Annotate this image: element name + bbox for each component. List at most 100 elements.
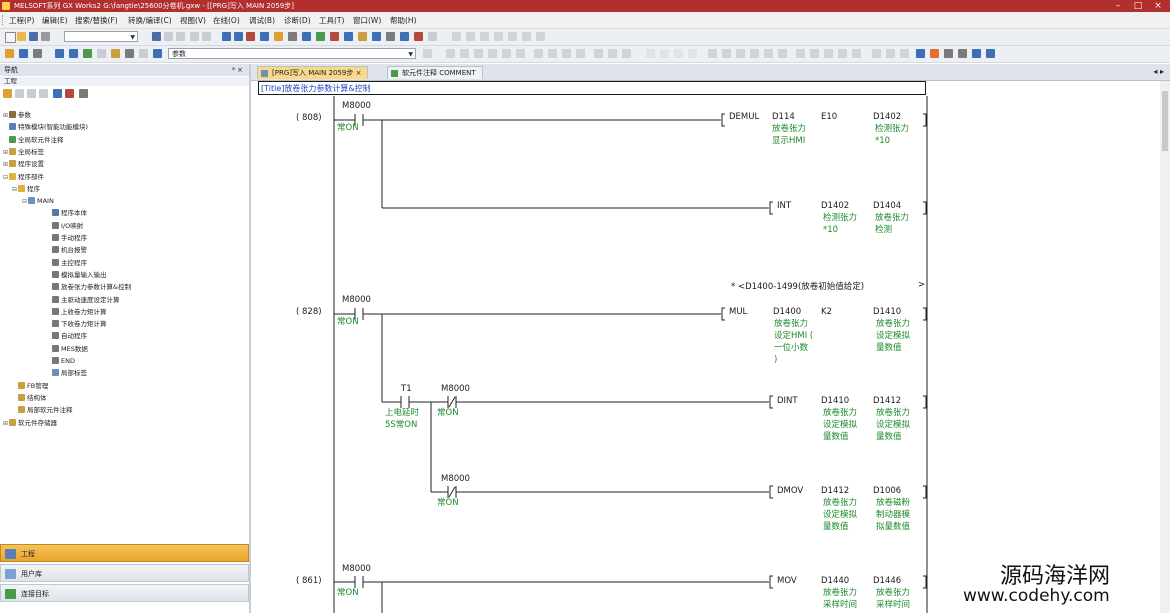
tree-item[interactable]: 主驱动速度设定计算 (46, 295, 120, 306)
ladder-scrollbar[interactable] (1160, 81, 1170, 613)
tree-item[interactable]: 机台报警 (46, 245, 87, 256)
tree-item[interactable]: ⊞参数 (3, 110, 31, 121)
print-icon[interactable] (41, 32, 50, 41)
nav-copy-icon[interactable] (15, 89, 24, 98)
menu-find-replace[interactable]: 搜索/替换(F) (75, 16, 118, 25)
tree-item[interactable]: 模拟量输入输出 (46, 270, 107, 281)
tree-item[interactable]: 局部软元件注释 (12, 405, 73, 416)
watch-icon[interactable] (83, 49, 92, 58)
new-icon[interactable] (5, 32, 16, 43)
cross-ref-icon[interactable] (372, 32, 381, 41)
line-tool-5-icon[interactable] (764, 49, 773, 58)
zoom-icon[interactable] (400, 32, 409, 41)
vline-icon[interactable] (548, 49, 557, 58)
diagnose-icon[interactable] (358, 32, 367, 41)
tree-item[interactable]: END (46, 356, 75, 367)
zoom-out-icon[interactable] (986, 49, 995, 58)
edit-tool-7-icon[interactable] (886, 49, 895, 58)
maximize-button[interactable]: □ (1133, 1, 1143, 11)
tree-item[interactable]: 上收卷力矩计算 (46, 307, 107, 318)
dmov-op[interactable]: DMOV (777, 486, 804, 496)
inspect-icon[interactable] (944, 49, 953, 58)
ladder-tool-5-icon[interactable] (508, 32, 517, 41)
menu-help[interactable]: 帮助(H) (390, 16, 417, 25)
ladder-tool-1-icon[interactable] (452, 32, 461, 41)
tree-item[interactable]: ⊞软元件存储器 (3, 418, 57, 429)
mov-dst[interactable]: D1446 (873, 576, 902, 586)
copy-icon[interactable] (164, 32, 173, 41)
tree-item[interactable]: 手动程序 (46, 233, 87, 244)
tree-expander-icon[interactable]: ⊞ (3, 161, 9, 169)
tree-item[interactable]: 结构体 (12, 393, 47, 404)
menu-view[interactable]: 视图(V) (180, 16, 206, 25)
dmov-src[interactable]: D1412 (821, 486, 850, 496)
paste-icon[interactable] (176, 32, 185, 41)
tree-expander-icon[interactable]: ⊞ (3, 112, 9, 119)
line-tool-2-icon[interactable] (722, 49, 731, 58)
online-icon[interactable] (316, 32, 325, 41)
edit-tool-1-icon[interactable] (796, 49, 805, 58)
disabled-tool-4-icon[interactable] (688, 49, 697, 58)
open-icon[interactable] (17, 32, 26, 41)
partial-icon[interactable] (33, 49, 42, 58)
toolbar-combo-1[interactable]: ▼ (64, 31, 138, 42)
stop-icon[interactable] (330, 32, 339, 41)
int-src[interactable]: D1402 (821, 201, 850, 211)
undo-icon[interactable] (190, 32, 199, 41)
comment-icon[interactable] (111, 49, 120, 58)
contact-b-icon[interactable] (460, 49, 469, 58)
tree-expander-icon[interactable]: ⊞ (3, 148, 9, 156)
tab-prg-main[interactable]: [PRG]写入 MAIN 2059步 × (257, 66, 369, 79)
ladder-tool-6-icon[interactable] (522, 32, 531, 41)
tree-item[interactable]: 局部标签 (46, 368, 87, 379)
coil-icon[interactable] (502, 49, 511, 58)
ladder-editor[interactable] (251, 81, 1160, 613)
menu-online[interactable]: 在线(O) (213, 16, 240, 25)
tree-item[interactable]: 放卷张力参数计算&控制 (46, 282, 131, 293)
zoom-in-icon[interactable] (972, 49, 981, 58)
parallel-a-icon[interactable] (474, 49, 483, 58)
highlight-icon[interactable] (930, 49, 939, 58)
contact-label-m8000c[interactable]: M8000 (441, 474, 470, 484)
edit-tool-6-icon[interactable] (872, 49, 881, 58)
menu-debug[interactable]: 调试(B) (249, 16, 275, 25)
tree-item[interactable]: 程序本体 (46, 208, 87, 219)
mul-src1[interactable]: D1400 (773, 307, 802, 317)
mul-op[interactable]: MUL (729, 307, 748, 317)
nav-properties-icon[interactable] (53, 89, 62, 98)
dint-op[interactable]: DINT (777, 396, 798, 406)
tree-expander-icon[interactable]: ⊟ (22, 198, 28, 206)
redo-icon[interactable] (202, 32, 211, 41)
close-button[interactable]: × (1154, 1, 1162, 11)
device-list-icon[interactable] (386, 32, 395, 41)
edit-tool-3-icon[interactable] (824, 49, 833, 58)
save-icon[interactable] (29, 32, 38, 41)
device-batch-icon[interactable] (302, 32, 311, 41)
cut-icon[interactable] (152, 32, 161, 41)
instruction-icon[interactable] (516, 49, 525, 58)
monitor-icon[interactable] (246, 32, 255, 41)
contact-label-m8000b[interactable]: M8000 (441, 384, 470, 394)
stmt-icon[interactable] (125, 49, 134, 58)
contact-a-icon[interactable] (446, 49, 455, 58)
monitor-start-icon[interactable] (288, 32, 297, 41)
p-rise-icon[interactable] (594, 49, 603, 58)
dint-src[interactable]: D1410 (821, 396, 850, 406)
nav-connection-button[interactable]: 连接目标 (0, 584, 249, 602)
edit-tool-8-icon[interactable] (900, 49, 909, 58)
dint-dst[interactable]: D1412 (873, 396, 902, 406)
device-icon[interactable] (69, 49, 78, 58)
line-tool-1-icon[interactable] (708, 49, 717, 58)
tree-expander-icon[interactable]: ⊞ (3, 419, 9, 427)
navigation-pin-close[interactable]: ᵠ × (232, 66, 243, 74)
tree-item[interactable]: FB管理 (12, 381, 48, 392)
edit-tool-2-icon[interactable] (810, 49, 819, 58)
tree-item[interactable]: 特殊模块(智能功能模块) (3, 122, 88, 133)
verify-icon[interactable] (260, 32, 269, 41)
contact-label-t1[interactable]: T1 (401, 384, 412, 394)
mul-dst[interactable]: D1410 (873, 307, 902, 317)
ladder-tool-3-icon[interactable] (480, 32, 489, 41)
label-icon[interactable] (97, 49, 106, 58)
hline-icon[interactable] (534, 49, 543, 58)
dmov-dst[interactable]: D1006 (873, 486, 902, 496)
